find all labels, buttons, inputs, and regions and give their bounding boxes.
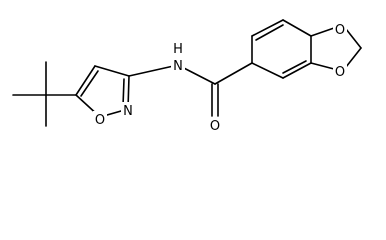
atom-labels: N H N O O O O xyxy=(93,21,347,134)
amide-nitrogen-label: N xyxy=(173,59,183,74)
structure-canvas: N H N O O O O xyxy=(12,19,362,134)
amide-linkage xyxy=(128,62,253,117)
dioxole-oxygen-bottom-label: O xyxy=(335,65,345,80)
molecule-drawing: N H N O O O O xyxy=(12,19,362,134)
dioxole-oxygen-top-label: O xyxy=(335,23,345,38)
dioxole-ring xyxy=(310,27,362,70)
ring-nitrogen-label: N xyxy=(123,104,133,119)
carbonyl-oxygen-label: O xyxy=(210,119,220,134)
benzene-ring xyxy=(251,19,312,79)
amide-hydrogen-label: H xyxy=(173,42,183,57)
tert-butyl-group xyxy=(12,61,77,127)
ring-oxygen-label: O xyxy=(95,113,105,128)
